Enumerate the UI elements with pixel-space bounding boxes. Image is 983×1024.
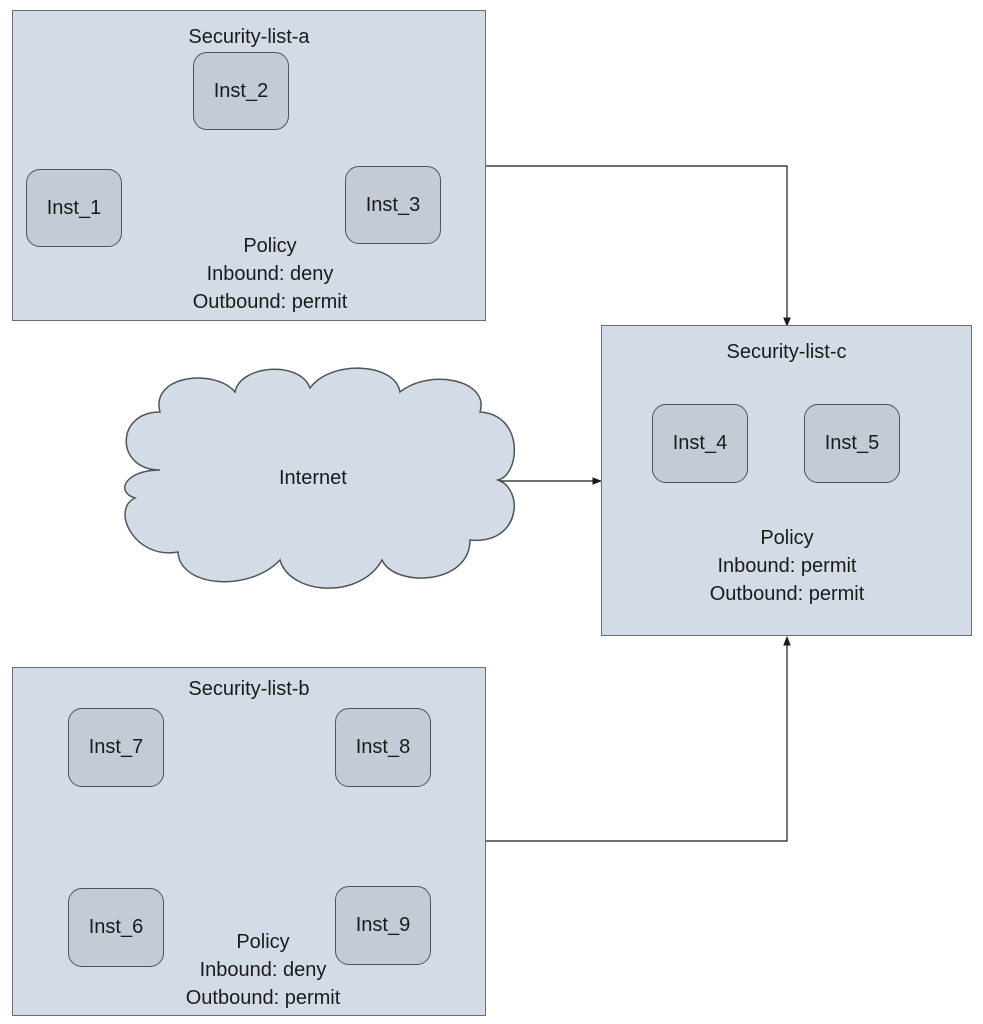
policy-heading: Policy	[236, 931, 290, 953]
inst-9[interactable]: Inst_9	[335, 886, 431, 965]
policy-outbound: Outbound: permit	[185, 987, 341, 1009]
internet-cloud-icon	[124, 367, 516, 589]
inst-4[interactable]: Inst_4	[652, 404, 748, 483]
inst-3[interactable]: Inst_3	[345, 166, 441, 244]
policy-heading: Policy	[760, 527, 814, 549]
policy-outbound: Outbound: permit	[192, 291, 348, 313]
security-list-b-policy: Policy Inbound: deny Outbound: permit	[143, 928, 383, 1012]
policy-heading: Policy	[243, 235, 297, 257]
policy-inbound: Inbound: deny	[206, 263, 334, 285]
security-list-b-title: Security-list-b	[188, 678, 310, 700]
policy-inbound: Inbound: permit	[717, 555, 857, 577]
security-list-a-policy: Policy Inbound: deny Outbound: permit	[140, 232, 400, 316]
inst-1[interactable]: Inst_1	[26, 169, 122, 247]
policy-outbound: Outbound: permit	[709, 583, 865, 605]
inst-8[interactable]: Inst_8	[335, 708, 431, 787]
link-b-to-c	[486, 636, 791, 842]
security-list-a-title: Security-list-a	[188, 26, 310, 48]
inst-7[interactable]: Inst_7	[68, 708, 164, 787]
inst-2[interactable]: Inst_2	[193, 52, 289, 130]
internet-label: Internet	[279, 467, 347, 489]
inst-5[interactable]: Inst_5	[804, 404, 900, 483]
inst-6[interactable]: Inst_6	[68, 888, 164, 967]
link-a-to-c	[486, 165, 791, 327]
security-list-c-title: Security-list-c	[726, 341, 847, 363]
security-list-c-policy: Policy Inbound: permit Outbound: permit	[661, 524, 913, 608]
policy-inbound: Inbound: deny	[199, 959, 327, 981]
